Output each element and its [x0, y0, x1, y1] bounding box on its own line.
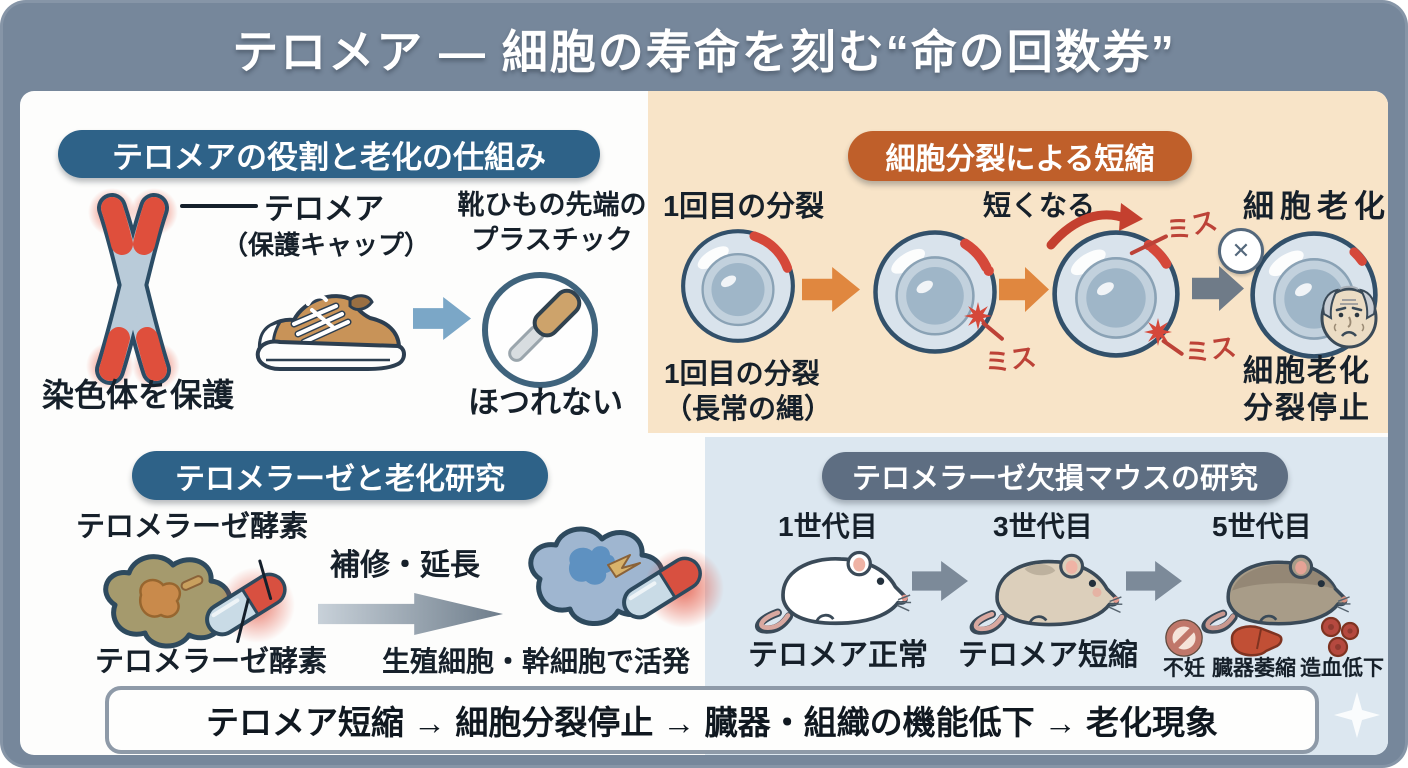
summary-text: テロメア短縮 → 細胞分裂停止 → 臓器・組織の機能低下 → 老化現象 — [205, 704, 1218, 741]
active-cells-label: 生殖細胞・幹細胞で活発 — [382, 646, 691, 677]
page-title: テロメア — 細胞の寿命を刻む“命の回数券” — [232, 26, 1176, 78]
generation-1-label: 1世代目 — [778, 511, 878, 542]
section-mice-header-label: テロメラーゼ欠損マウスの研究 — [851, 463, 1258, 495]
enzyme-label-bottom: テロメラーゼ酵素 — [95, 646, 328, 678]
organ-atrophy-liver-icon — [1230, 625, 1283, 657]
telomere-normal-label: テロメア正常 — [748, 639, 928, 672]
cell-1-icon — [681, 229, 795, 343]
section-telomerase-header-label: テロメラーゼと老化研究 — [175, 462, 505, 496]
shoelace-analogy-line1: 靴ひもの先端の — [457, 190, 647, 220]
section-role-header-label: テロメアの役割と老化の仕組み — [112, 139, 546, 175]
organ-atrophy-label: 臓器萎縮 — [1212, 657, 1296, 680]
hematopoiesis-cells-icon — [1320, 616, 1360, 658]
section-role-header: テロメアの役割と老化の仕組み — [58, 130, 600, 178]
mouse-gen5-icon — [1201, 554, 1351, 634]
cell-3-icon — [1052, 230, 1180, 358]
chromosome-icon — [86, 188, 180, 390]
section-mice-header: テロメラーゼ欠損マウスの研究 — [822, 452, 1288, 500]
aglet-magnifier-icon — [482, 272, 598, 388]
enzyme-label-top: テロメラーゼ酵素 — [76, 511, 309, 543]
infertility-icon — [1165, 619, 1203, 657]
shoelace-analogy-line2: プラスチック — [471, 225, 633, 255]
mouse-gen1-icon — [755, 550, 912, 634]
mouse-gen3-icon — [969, 553, 1123, 635]
telomere-sub-label: （保護キャップ） — [222, 230, 431, 260]
sneaker-icon — [255, 294, 406, 371]
division-stop-x-icon: ✕ — [1218, 228, 1264, 274]
shorten-curved-arrow-icon — [1046, 203, 1143, 250]
generation-5-label: 5世代目 — [1212, 511, 1312, 542]
miss-label-3: ミス — [1182, 331, 1239, 369]
first-division-label: 1回目の分裂 — [663, 191, 825, 223]
section-telomerase-header: テロメラーゼと老化研究 — [132, 451, 548, 500]
telomere-short-label: テロメア短縮 — [958, 639, 1138, 672]
old-man-face-icon — [1320, 285, 1378, 349]
first-division-note: 1回目の分裂 （長常の縄） — [664, 356, 832, 426]
x-mark: ✕ — [1231, 238, 1251, 263]
becomes-shorter-label: 短くなる — [983, 190, 1096, 221]
miss-label-1: ミス — [982, 341, 1039, 379]
first-division-note-line2: （長常の縄） — [664, 393, 833, 424]
hematopoiesis-label: 造血低下 — [1300, 657, 1384, 680]
senescence-top-label: 細胞老化 — [1243, 189, 1391, 224]
telomerase-enzyme-icon — [103, 554, 295, 649]
chromosome-caption: 染色体を保護 — [42, 377, 235, 413]
telomere-callout-line — [180, 204, 258, 208]
section-shortening-header: 細胞分裂による短縮 — [848, 131, 1192, 181]
summary-bar: テロメア短縮 → 細胞分裂停止 → 臓器・組織の機能低下 → 老化現象 — [105, 686, 1319, 754]
senescence-end-label: 細胞老化 分裂停止 — [1238, 353, 1376, 427]
telomere-label: テロメア — [264, 193, 384, 226]
repaired-enzyme-icon — [528, 526, 724, 628]
section-shortening-header-label: 細胞分裂による短縮 — [885, 143, 1155, 176]
shoelace-analogy-label: 靴ひもの先端の プラスチック — [443, 188, 661, 258]
cell-2-icon — [873, 230, 997, 354]
generation-3-label: 3世代目 — [993, 511, 1093, 542]
first-division-note-line1: 1回目の分裂 — [664, 358, 820, 389]
aglet-caption: ほつれない — [468, 385, 623, 420]
infertility-label: 不妊 — [1163, 657, 1205, 680]
senescence-end-line1: 細胞老化 — [1243, 355, 1371, 388]
repair-extend-label: 補修・延長 — [330, 549, 480, 582]
senescence-end-line2: 分裂停止 — [1243, 392, 1371, 425]
